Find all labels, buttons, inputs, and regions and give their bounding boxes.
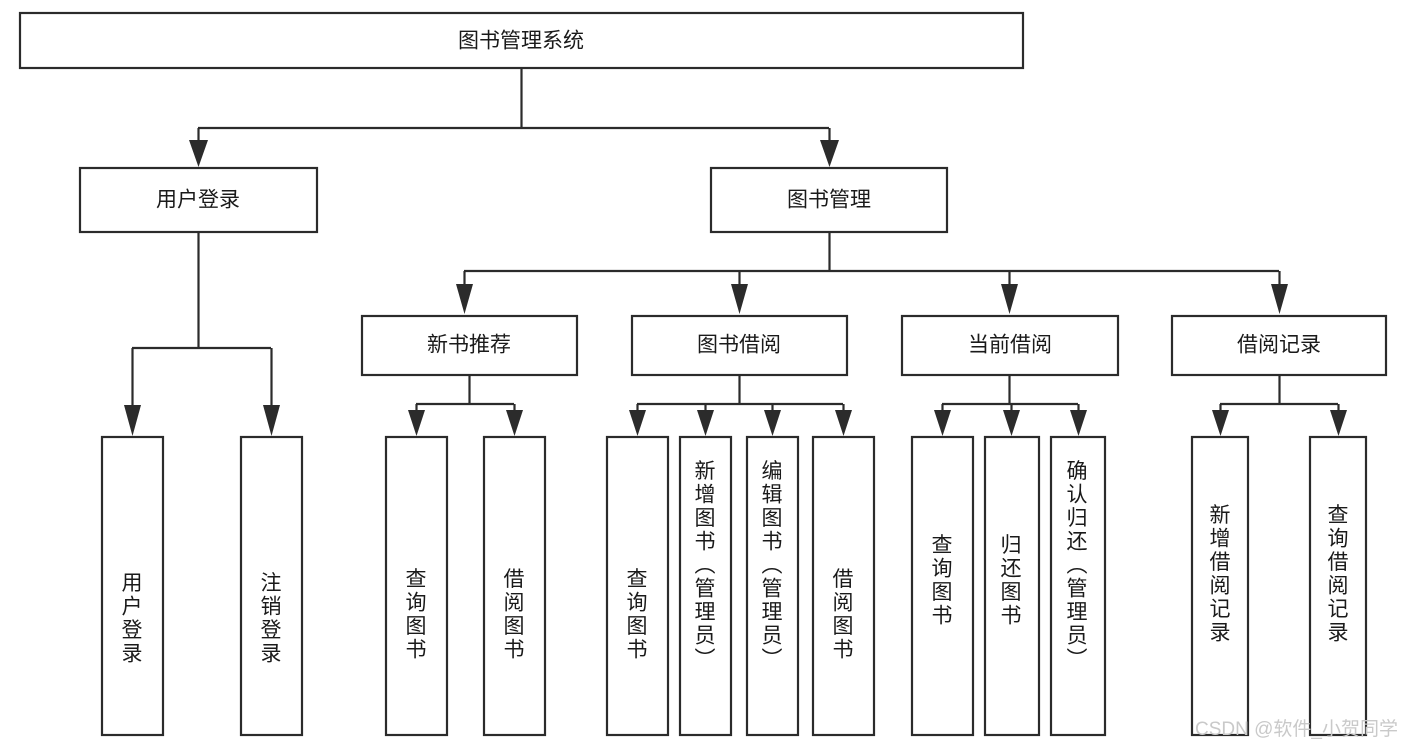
node-leaf-borrow-book-1-label: 借阅图书	[504, 568, 525, 662]
node-leaf-return-book-label: 归还图书	[1001, 534, 1022, 628]
node-leaf-add-record-box[interactable]	[1190, 435, 1250, 737]
edges-layer	[124, 68, 1347, 436]
node-leaf-logout-label: 注销登录	[261, 572, 282, 666]
node-leaf-borrow-book-1[interactable]: 借阅图书	[482, 435, 547, 737]
arrowhead-borrow-record	[1271, 284, 1288, 314]
node-leaf-edit-book-label: 编辑图书︵管理员︶	[762, 460, 783, 671]
node-new-book-rec[interactable]: 新书推荐	[360, 314, 579, 377]
csdn-watermark: CSDN @软件_小贺同学	[1195, 718, 1398, 740]
node-book-mgmt-label: 图书管理	[787, 189, 871, 212]
node-leaf-confirm-return[interactable]: 确认归还︵管理员︶	[1049, 435, 1107, 737]
node-leaf-confirm-return-label: 确认归还︵管理员︶	[1067, 460, 1088, 671]
node-book-mgmt-box[interactable]	[709, 166, 949, 234]
node-leaf-user-login-label: 用户登录	[122, 572, 143, 666]
arrowhead-leaf-logout	[263, 405, 280, 436]
node-book-borrow-label: 图书借阅	[697, 334, 781, 357]
node-leaf-query-record-label: 查询借阅记录	[1328, 504, 1349, 645]
arrowhead-leaf-user-login	[124, 405, 141, 436]
node-leaf-add-book-label: 新增图书︵管理员︶	[695, 460, 716, 671]
arrowhead-leaf-add-record	[1212, 410, 1229, 436]
arrowhead-leaf-query-record	[1330, 410, 1347, 436]
node-book-borrow-box[interactable]	[630, 314, 849, 377]
node-leaf-add-book-box[interactable]	[678, 435, 733, 737]
node-leaf-query-book-3-box[interactable]	[910, 435, 975, 737]
arrowhead-leaf-add-book	[697, 410, 714, 436]
node-book-mgmt[interactable]: 图书管理	[709, 166, 949, 234]
arrowhead-book-mgmt	[820, 140, 839, 167]
arrowhead-leaf-edit-book	[764, 410, 781, 436]
node-borrow-record[interactable]: 借阅记录	[1170, 314, 1388, 377]
node-current-borrow[interactable]: 当前借阅	[900, 314, 1120, 377]
node-leaf-query-book-2-box[interactable]	[605, 435, 670, 737]
node-current-borrow-label: 当前借阅	[968, 334, 1052, 357]
node-new-book-rec-label: 新书推荐	[427, 334, 511, 357]
node-leaf-add-book[interactable]: 新增图书︵管理员︶	[678, 435, 733, 737]
node-leaf-borrow-book-1-box[interactable]	[482, 435, 547, 737]
arrowhead-current-borrow	[1001, 284, 1018, 314]
node-borrow-record-box[interactable]	[1170, 314, 1388, 377]
node-new-book-rec-box[interactable]	[360, 314, 579, 377]
node-leaf-query-book-3-label: 查询图书	[932, 534, 953, 628]
node-root-label: 图书管理系统	[458, 30, 584, 53]
node-leaf-borrow-book-2[interactable]: 借阅图书	[811, 435, 876, 737]
node-user-login-label: 用户登录	[156, 189, 240, 212]
node-leaf-query-book-1-box[interactable]	[384, 435, 449, 737]
arrowhead-leaf-borrow-book-2	[835, 410, 852, 436]
node-user-login[interactable]: 用户登录	[78, 166, 319, 234]
node-leaf-query-record-box[interactable]	[1308, 435, 1368, 737]
node-leaf-query-book-2-label: 查询图书	[627, 568, 648, 662]
node-leaf-query-book-1-label: 查询图书	[406, 568, 427, 662]
node-leaf-user-login[interactable]: 用户登录	[100, 435, 165, 737]
node-leaf-edit-book-box[interactable]	[745, 435, 800, 737]
node-leaf-return-book-box[interactable]	[983, 435, 1041, 737]
node-leaf-query-record[interactable]: 查询借阅记录	[1308, 435, 1368, 737]
node-leaf-borrow-book-2-label: 借阅图书	[833, 568, 854, 662]
node-current-borrow-box[interactable]	[900, 314, 1120, 377]
node-leaf-query-book-3[interactable]: 查询图书	[910, 435, 975, 737]
node-leaf-query-book-2[interactable]: 查询图书	[605, 435, 670, 737]
node-leaf-query-book-1[interactable]: 查询图书	[384, 435, 449, 737]
node-leaf-add-record[interactable]: 新增借阅记录	[1190, 435, 1250, 737]
node-leaf-logout[interactable]: 注销登录	[239, 435, 304, 737]
arrowhead-leaf-query-book-3	[934, 410, 951, 436]
node-root[interactable]: 图书管理系统	[18, 11, 1025, 70]
arrowhead-leaf-query-book-2	[629, 410, 646, 436]
node-leaf-return-book[interactable]: 归还图书	[983, 435, 1041, 737]
node-borrow-record-label: 借阅记录	[1237, 334, 1321, 357]
node-leaf-borrow-book-2-box[interactable]	[811, 435, 876, 737]
node-leaf-edit-book[interactable]: 编辑图书︵管理员︶	[745, 435, 800, 737]
arrowhead-leaf-borrow-book-1	[506, 410, 523, 436]
node-leaf-user-login-box[interactable]	[100, 435, 165, 737]
arrowhead-leaf-confirm-return	[1070, 410, 1087, 436]
node-book-borrow[interactable]: 图书借阅	[630, 314, 849, 377]
node-user-login-box[interactable]	[78, 166, 319, 234]
node-leaf-confirm-return-box[interactable]	[1049, 435, 1107, 737]
arrowhead-leaf-return-book	[1003, 410, 1020, 436]
leaf-nodes-group: 用户登录 注销登录 查询图书 借阅图书 查询图书	[100, 435, 1368, 737]
arrowhead-new-book-rec	[456, 284, 473, 314]
arrowhead-user-login	[189, 140, 208, 167]
arrowhead-leaf-query-book-1	[408, 410, 425, 436]
arrowhead-book-borrow	[731, 284, 748, 314]
node-leaf-add-record-label: 新增借阅记录	[1210, 504, 1231, 645]
node-leaf-logout-box[interactable]	[239, 435, 304, 737]
node-root-box[interactable]	[18, 11, 1025, 70]
nodes-layer: 图书管理系统 用户登录 图书管理 新书推荐 图书借阅	[18, 11, 1388, 737]
